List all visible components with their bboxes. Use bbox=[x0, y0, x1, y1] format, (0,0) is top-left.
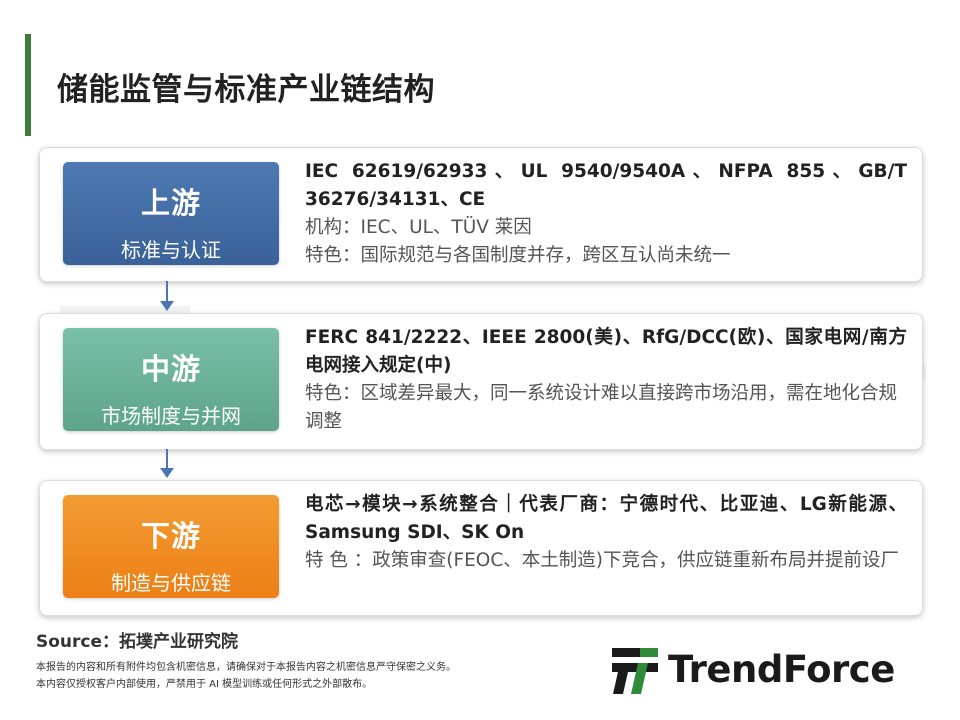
disclaimer-line: 本报告的内容和所有附件均包含机密信息，请确保对于本报告内容之机密信息严守保密之义… bbox=[36, 662, 456, 673]
trendforce-logo: TrendForce bbox=[612, 648, 932, 694]
tier-card-midstream: 中游 市场制度与并网 FERC 841/2222、IEEE 2800(美)、Rf… bbox=[39, 313, 923, 450]
tier-subtitle: 制造与供应链 bbox=[111, 571, 231, 595]
tier-description: FERC 841/2222、IEEE 2800(美)、RfG/DCC(欧)、国家… bbox=[305, 324, 907, 436]
tier-label-upstream: 上游 标准与认证 bbox=[63, 162, 279, 265]
tier-headline: 电芯→模块→系统整合｜代表厂商：宁德时代、比亚迪、LG新能源、Samsung S… bbox=[305, 494, 907, 543]
tier-subtitle: 市场制度与并网 bbox=[101, 404, 241, 428]
tier-line: 特色：区域差异最大，同一系统设计难以直接跨市场沿用，需在地化合规调整 bbox=[305, 383, 898, 432]
tier-card-upstream: 上游 标准与认证 IEC 62619/62933、UL 9540/9540A、N… bbox=[39, 147, 923, 282]
down-arrow-icon bbox=[160, 281, 174, 312]
disclaimer-line: 本内容仅授权客户内部使用，严禁用于 AI 模型训练或任何形式之外部散布。 bbox=[36, 679, 373, 690]
logo-text: TrendForce bbox=[668, 648, 895, 691]
tier-line: 特 色 ：政策审查(FEOC、本土制造)下竞合，供应链重新布局并提前设厂 bbox=[305, 550, 900, 571]
tier-name: 上游 bbox=[140, 186, 201, 220]
tier-line: 特色：国际规范与各国制度并存，跨区互认尚未统一 bbox=[305, 245, 731, 266]
source-label: Source：拓墣产业研究院 bbox=[36, 632, 239, 652]
tier-name: 下游 bbox=[140, 519, 201, 553]
tier-description: 电芯→模块→系统整合｜代表厂商：宁德时代、比亚迪、LG新能源、Samsung S… bbox=[305, 491, 907, 575]
tier-description: IEC 62619/62933、UL 9540/9540A、NFPA 855、G… bbox=[305, 158, 907, 270]
tier-label-downstream: 下游 制造与供应链 bbox=[63, 495, 279, 598]
tier-headline: IEC 62619/62933、UL 9540/9540A、NFPA 855、G… bbox=[305, 161, 907, 210]
tier-headline: FERC 841/2222、IEEE 2800(美)、RfG/DCC(欧)、国家… bbox=[305, 327, 907, 376]
tier-line: 机构：IEC、UL、TÜV 莱因 bbox=[305, 217, 532, 238]
trendforce-logo-icon bbox=[612, 648, 658, 694]
tier-label-midstream: 中游 市场制度与并网 bbox=[63, 328, 279, 431]
page-title: 储能监管与标准产业链结构 bbox=[57, 72, 435, 108]
tier-name: 中游 bbox=[140, 352, 201, 386]
tier-subtitle: 标准与认证 bbox=[121, 238, 221, 262]
tier-card-downstream: 下游 制造与供应链 电芯→模块→系统整合｜代表厂商：宁德时代、比亚迪、LG新能源… bbox=[39, 480, 923, 616]
down-arrow-icon bbox=[160, 449, 174, 479]
title-accent-bar bbox=[25, 34, 31, 136]
